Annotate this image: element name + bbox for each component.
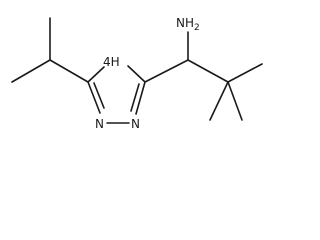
bond-tbutyl-methyl-down-right [227, 81, 243, 121]
bond-ring-c3-n2 [135, 81, 146, 115]
amine-label: NH2 [176, 16, 200, 33]
bond-ring-to-chiral-carbon [144, 59, 189, 83]
chemical-structure: NH2 4H N N [11, 16, 263, 131]
bond-tbutyl-methyl-down-left [209, 81, 229, 121]
bond-ring-n4-c3 [127, 65, 146, 83]
bond-ring-c3-n2-double [130, 83, 140, 112]
bond-ring-c5-n1-double [93, 82, 105, 109]
bond-isopropyl-methyl-1 [11, 59, 51, 83]
bond-tbutyl-methyl-right [227, 63, 263, 83]
bond-ring-c5-n4 [87, 66, 105, 83]
bond-ring-c5-n1 [87, 81, 101, 114]
ring-nh-label: 4H [103, 55, 120, 69]
ring-n-right-label: N [131, 117, 140, 131]
ring-n-left-label: N [95, 117, 104, 131]
bond-isopropyl-to-ring [49, 59, 89, 83]
bond-chiral-carbon-to-quaternary [187, 59, 229, 83]
